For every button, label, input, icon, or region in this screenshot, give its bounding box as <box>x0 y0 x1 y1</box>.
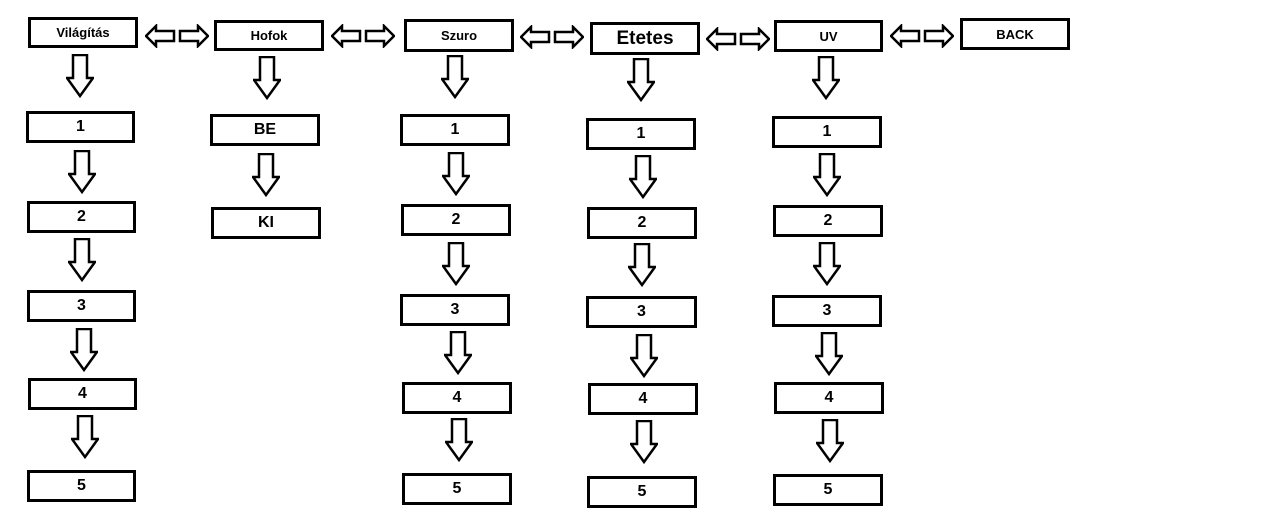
menu-box-etetes-1: 1 <box>586 118 696 150</box>
down-arrow-icon <box>70 328 98 372</box>
down-arrow-icon <box>630 420 658 464</box>
menu-box-vilagitas-1: 1 <box>26 111 135 143</box>
down-arrow-icon <box>68 150 96 194</box>
menu-box-etetes: Etetes <box>590 22 700 55</box>
down-arrow-icon <box>630 334 658 378</box>
menu-box-back: BACK <box>960 18 1070 50</box>
menu-box-etetes-2: 2 <box>587 207 697 239</box>
menu-box-szuro-1: 1 <box>400 114 510 146</box>
down-arrow-icon <box>66 54 94 98</box>
down-arrow-icon <box>442 242 470 286</box>
menu-box-uv-4: 4 <box>774 382 884 414</box>
double-arrow-icon <box>520 25 584 49</box>
menu-box-etetes-3: 3 <box>586 296 697 328</box>
down-arrow-icon <box>68 238 96 282</box>
down-arrow-icon <box>628 243 656 287</box>
menu-box-vilagitas-5: 5 <box>27 470 136 502</box>
menu-box-vilagitas-4: 4 <box>28 378 137 410</box>
menu-box-vilagitas-2: 2 <box>27 201 136 233</box>
double-arrow-icon <box>706 27 770 51</box>
double-arrow-icon <box>145 24 209 48</box>
menu-box-uv-2: 2 <box>773 205 883 237</box>
menu-box-uv: UV <box>774 20 883 52</box>
menu-box-hofok-ki: KI <box>211 207 321 239</box>
menu-box-vilagitas-3: 3 <box>27 290 136 322</box>
down-arrow-icon <box>441 55 469 99</box>
down-arrow-icon <box>816 419 844 463</box>
down-arrow-icon <box>252 153 280 197</box>
down-arrow-icon <box>815 332 843 376</box>
menu-box-uv-3: 3 <box>772 295 882 327</box>
down-arrow-icon <box>445 418 473 462</box>
down-arrow-icon <box>813 153 841 197</box>
double-arrow-icon <box>890 24 954 48</box>
down-arrow-icon <box>253 56 281 100</box>
menu-box-uv-1: 1 <box>772 116 882 148</box>
menu-box-vilagitas: Világítás <box>28 17 138 48</box>
menu-box-etetes-5: 5 <box>587 476 697 508</box>
menu-box-szuro-5: 5 <box>402 473 512 505</box>
menu-box-szuro: Szuro <box>404 19 514 52</box>
down-arrow-icon <box>442 152 470 196</box>
down-arrow-icon <box>627 58 655 102</box>
menu-box-szuro-4: 4 <box>402 382 512 414</box>
down-arrow-icon <box>812 56 840 100</box>
double-arrow-icon <box>331 24 395 48</box>
down-arrow-icon <box>813 242 841 286</box>
menu-box-hofok: Hofok <box>214 20 324 51</box>
menu-box-szuro-3: 3 <box>400 294 510 326</box>
menu-box-etetes-4: 4 <box>588 383 698 415</box>
down-arrow-icon <box>444 331 472 375</box>
down-arrow-icon <box>629 155 657 199</box>
menu-box-hofok-be: BE <box>210 114 320 146</box>
menu-box-szuro-2: 2 <box>401 204 511 236</box>
menu-box-uv-5: 5 <box>773 474 883 506</box>
down-arrow-icon <box>71 415 99 459</box>
